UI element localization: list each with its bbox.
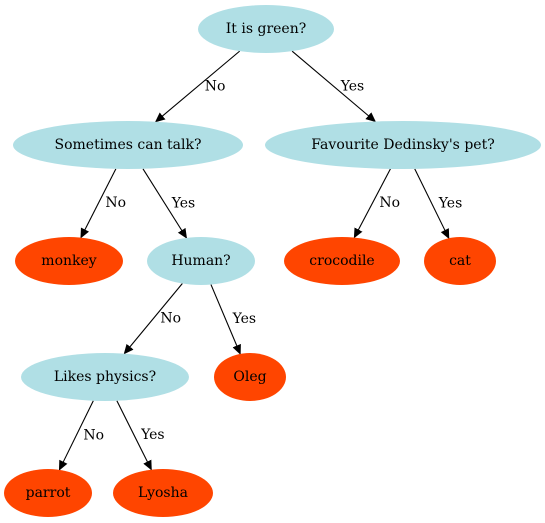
answer-node-monkey: monkey	[15, 237, 123, 285]
edge-talk-to-monkey: No	[80, 168, 126, 239]
question-ellipse	[147, 237, 255, 285]
edge-arrow	[123, 283, 183, 355]
edge-pet-to-cat: Yes	[414, 168, 463, 240]
edge-human-to-oleg: Yes	[210, 284, 256, 355]
edge-label-no: No	[105, 195, 126, 211]
answer-node-cat: cat	[424, 237, 496, 285]
question-ellipse	[265, 121, 541, 169]
edge-label-no: No	[379, 195, 400, 211]
node-label: parrot	[26, 485, 71, 501]
edge-arrow	[414, 168, 450, 240]
answer-ellipse	[113, 469, 213, 517]
node-label: Sometimes can talk?	[55, 137, 202, 153]
edge-label-yes: Yes	[140, 427, 165, 443]
answer-ellipse	[214, 353, 286, 401]
nodes-layer: It is green? Sometimes can talk? Favourite…	[4, 5, 541, 517]
edge-label-yes: Yes	[438, 196, 463, 212]
edge-arrow	[154, 50, 241, 123]
edge-label-no: No	[83, 427, 104, 443]
question-node-talk: Sometimes can talk?	[13, 121, 243, 169]
node-label: Human?	[171, 253, 230, 269]
edge-arrow	[291, 50, 376, 123]
edge-arrow	[80, 168, 117, 239]
edge-label-yes: Yes	[171, 195, 196, 211]
answer-ellipse	[424, 237, 496, 285]
edge-label-no: No	[205, 78, 226, 94]
edge-green-to-pet: Yes	[291, 50, 376, 123]
question-node-green: It is green?	[198, 5, 334, 53]
edge-physics-to-parrot: No	[58, 400, 104, 471]
question-node-pet: Favourite Dedinsky's pet?	[265, 121, 541, 169]
edge-arrow	[142, 168, 187, 239]
answer-node-oleg: Oleg	[214, 353, 286, 401]
node-label: cat	[449, 253, 471, 269]
edge-label-no: No	[160, 311, 181, 327]
edge-pet-to-croc: No	[353, 168, 400, 239]
question-node-human: Human?	[147, 237, 255, 285]
edge-physics-to-lyosha: Yes	[116, 400, 165, 471]
node-label: monkey	[41, 253, 96, 269]
answer-node-parrot: parrot	[4, 469, 92, 517]
answer-ellipse	[284, 237, 400, 285]
node-label: Likes physics?	[54, 369, 156, 385]
answer-ellipse	[15, 237, 123, 285]
edge-label-yes: Yes	[340, 78, 365, 94]
node-label: Lyosha	[138, 485, 188, 501]
edge-green-to-talk: No	[154, 50, 241, 123]
question-ellipse	[21, 353, 189, 401]
node-label: Favourite Dedinsky's pet?	[311, 137, 494, 153]
edge-label-yes: Yes	[232, 311, 256, 327]
answer-node-lyosha: Lyosha	[113, 469, 213, 517]
edge-human-to-physics: No	[123, 283, 183, 355]
question-ellipse	[198, 5, 334, 53]
edge-talk-to-human: Yes	[142, 168, 196, 239]
node-label: Oleg	[233, 369, 266, 385]
answer-node-croc: crocodile	[284, 237, 400, 285]
edge-arrow	[58, 400, 94, 471]
node-label: It is green?	[226, 21, 306, 37]
question-ellipse	[13, 121, 243, 169]
edge-arrow	[210, 284, 241, 355]
node-label: crocodile	[309, 253, 374, 269]
edge-arrow	[353, 168, 391, 239]
question-node-physics: Likes physics?	[21, 353, 189, 401]
edge-arrow	[116, 400, 152, 471]
answer-ellipse	[4, 469, 92, 517]
